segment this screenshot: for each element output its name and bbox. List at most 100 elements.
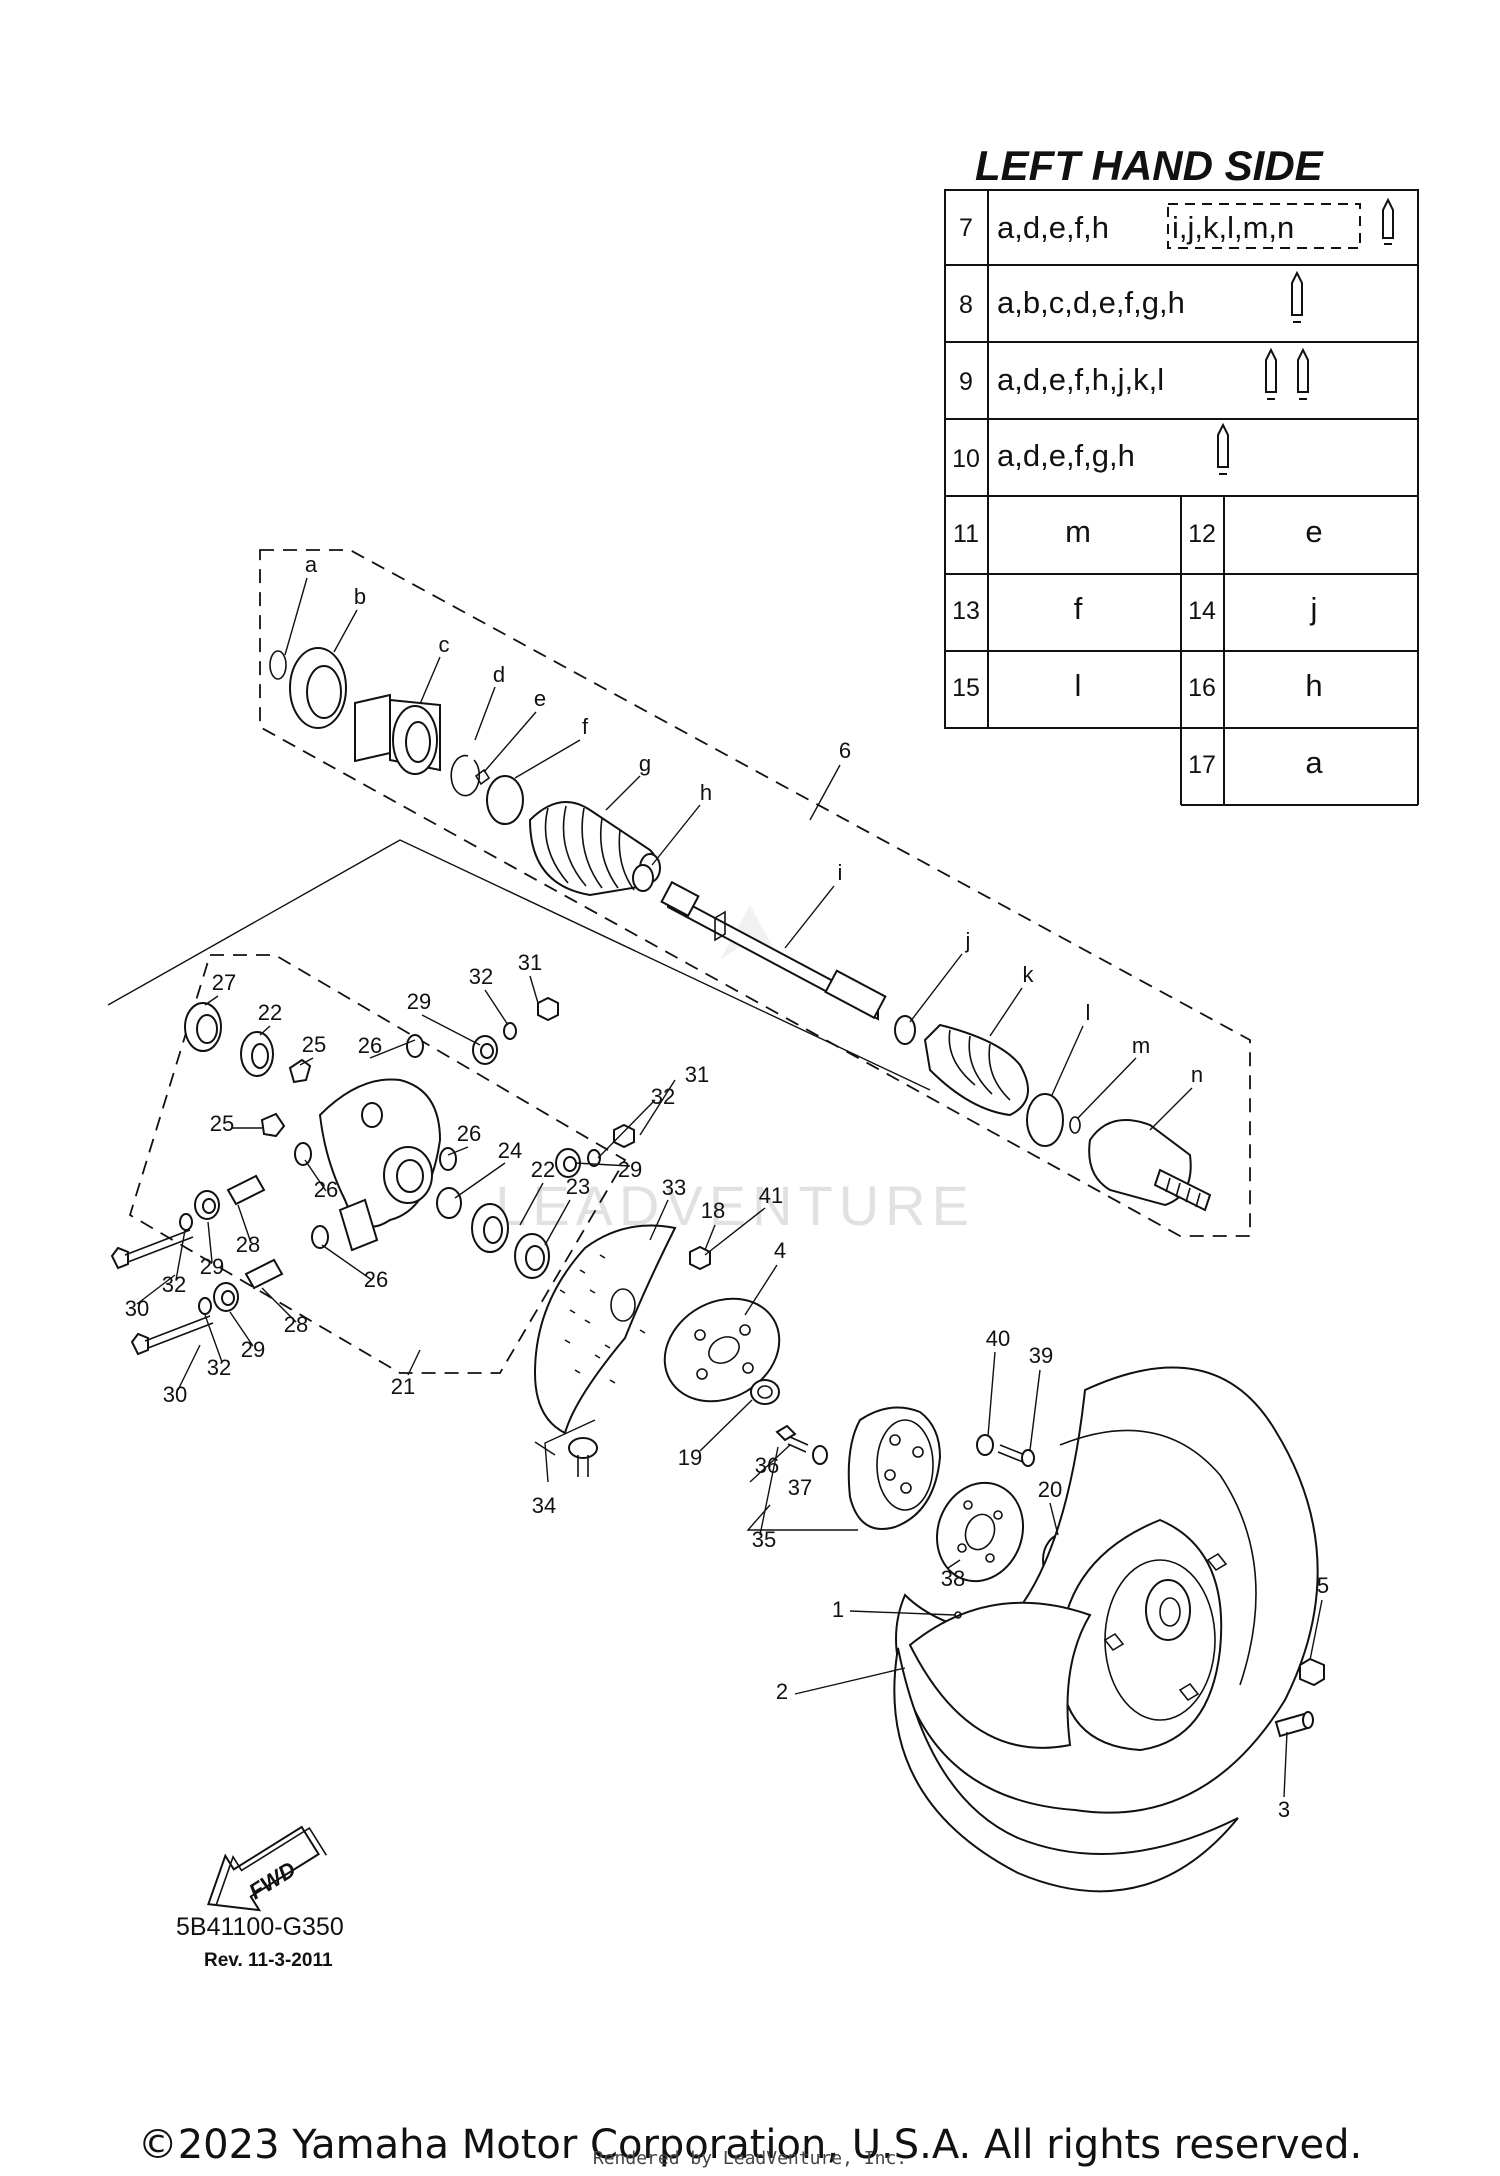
legend-pair-letter: h bbox=[1305, 668, 1322, 703]
legend-pair-letter: f bbox=[1074, 591, 1083, 626]
legend-pair-num: 12 bbox=[1188, 520, 1216, 548]
callout-number: 21 bbox=[391, 1374, 415, 1399]
callout-letter: j bbox=[965, 928, 971, 953]
bushing-part bbox=[194, 1190, 220, 1220]
washer-part bbox=[311, 1225, 329, 1249]
grease-tube-icon bbox=[1217, 422, 1229, 475]
callout-number: 4 bbox=[774, 1238, 786, 1263]
callout-number: 29 bbox=[618, 1157, 642, 1182]
collar-part bbox=[226, 1174, 266, 1206]
band-part bbox=[486, 775, 524, 825]
callout-number: 23 bbox=[566, 1174, 590, 1199]
circlip-part bbox=[450, 754, 481, 797]
grease-tube-icon bbox=[1291, 270, 1303, 323]
callout-number: 1 bbox=[832, 1597, 844, 1622]
callout-number: 33 bbox=[662, 1175, 686, 1200]
callout-letter: a bbox=[305, 552, 318, 577]
legend-pair-letter: l bbox=[1075, 668, 1082, 703]
knuckle-assembly bbox=[107, 839, 931, 1374]
legend-pair-letter: j bbox=[1310, 591, 1318, 626]
callout-number: 5 bbox=[1317, 1573, 1329, 1598]
callout-letter: h bbox=[700, 780, 712, 805]
callout-number: 19 bbox=[678, 1445, 702, 1470]
legend-pair-letter: a bbox=[1305, 745, 1323, 780]
boot-part bbox=[923, 1023, 1029, 1117]
callout-number: 18 bbox=[701, 1198, 725, 1223]
nut-part bbox=[537, 996, 559, 1022]
callout-number: 38 bbox=[941, 1566, 965, 1591]
bolt-part bbox=[110, 1229, 194, 1270]
callout-number: 32 bbox=[651, 1084, 675, 1109]
callout-number: 27 bbox=[212, 970, 236, 995]
callout-number: 29 bbox=[241, 1337, 265, 1362]
grease-nipple-part bbox=[260, 1112, 286, 1138]
drive-shaft-assembly: a b c d e f g h i j k l m n bbox=[259, 549, 1251, 1237]
callout-number: 2 bbox=[776, 1679, 788, 1704]
callout-number: 28 bbox=[284, 1312, 308, 1337]
washer-part bbox=[179, 1213, 193, 1231]
bolt-part bbox=[568, 1437, 598, 1477]
knuckle-part bbox=[318, 1078, 442, 1252]
collar-part bbox=[244, 1258, 284, 1290]
grease-nipple-part bbox=[288, 1058, 312, 1084]
legend-pair-num: 16 bbox=[1188, 674, 1216, 702]
callout-number: 30 bbox=[125, 1296, 149, 1321]
legend-row-boxed-parts: i,j,k,l,m,n bbox=[1172, 210, 1294, 245]
callout-number: 32 bbox=[207, 1355, 231, 1380]
brake-hub-assembly bbox=[533, 1224, 1084, 1587]
callout-number: 31 bbox=[685, 1062, 709, 1087]
legend-row-num: 7 bbox=[959, 214, 973, 242]
wheel-hub-part bbox=[663, 1297, 781, 1403]
legend-row-parts: a,d,e,f,g,h bbox=[997, 438, 1135, 473]
callout-number: 40 bbox=[986, 1326, 1010, 1351]
callout-letter: d bbox=[493, 662, 505, 687]
legend-row-num: 8 bbox=[959, 291, 973, 319]
callout-letter: b bbox=[354, 584, 366, 609]
callout-letter: l bbox=[1086, 1000, 1091, 1025]
bolt-part bbox=[997, 1444, 1035, 1467]
legend-pair-num: 15 bbox=[952, 674, 980, 702]
grease-tube-icon bbox=[1382, 197, 1394, 245]
callout-letter: e bbox=[534, 686, 546, 711]
callout-number: 35 bbox=[752, 1527, 776, 1552]
bushing-part bbox=[472, 1035, 498, 1065]
callout-number: 22 bbox=[258, 1000, 282, 1025]
legend-pair-num: 13 bbox=[952, 597, 980, 625]
joint-housing-part bbox=[354, 693, 441, 775]
band-part bbox=[1026, 1093, 1064, 1147]
legend-pair-num: 17 bbox=[1188, 751, 1216, 779]
copyright-notice: ©2023 Yamaha Motor Corporation, U.S.A. A… bbox=[137, 2122, 1363, 2168]
rim-part bbox=[1058, 1518, 1223, 1752]
washer-part bbox=[294, 1142, 312, 1166]
brake-disc-part bbox=[533, 1224, 677, 1435]
bolt-part bbox=[775, 1424, 809, 1453]
circlip-part bbox=[269, 650, 287, 680]
bearing-part bbox=[471, 1203, 509, 1253]
callout-number: 34 bbox=[532, 1493, 556, 1518]
spacer-plate-part bbox=[935, 1481, 1025, 1583]
callout-number: 26 bbox=[457, 1121, 481, 1146]
bushing-part bbox=[213, 1282, 239, 1312]
callout-letter: c bbox=[439, 632, 450, 657]
callout-letter: m bbox=[1132, 1033, 1150, 1058]
callout-letter: n bbox=[1191, 1062, 1203, 1087]
legend-pair-num: 14 bbox=[1188, 597, 1216, 625]
legend-title: LEFT HAND SIDE bbox=[975, 142, 1325, 189]
legend-row-parts: a,b,c,d,e,f,g,h bbox=[997, 285, 1185, 320]
bearing-part bbox=[240, 1031, 274, 1077]
legend-row-parts: a,d,e,f,h bbox=[997, 210, 1109, 245]
callout-number: 29 bbox=[407, 989, 431, 1014]
callout-number: 25 bbox=[210, 1111, 234, 1136]
callout-letter: g bbox=[639, 751, 651, 776]
callout-number: 41 bbox=[759, 1183, 783, 1208]
axle-shaft-part bbox=[660, 880, 887, 1021]
grease-tube-icon bbox=[1265, 347, 1277, 400]
washer-part bbox=[439, 1147, 457, 1171]
valve-part bbox=[1274, 1711, 1314, 1738]
outer-tire-part bbox=[893, 1647, 1239, 1893]
legend-row-num: 10 bbox=[952, 445, 980, 473]
legend-row-num: 9 bbox=[959, 368, 973, 396]
legend-pair-num: 11 bbox=[953, 520, 979, 548]
callout-letter: f bbox=[582, 714, 589, 739]
